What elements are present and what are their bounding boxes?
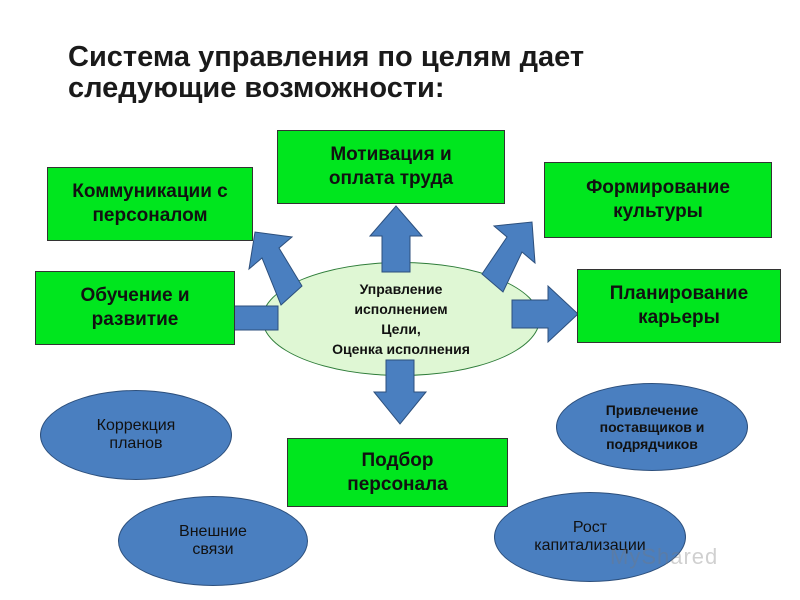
oval-correction-line-2: планов xyxy=(109,435,163,452)
box-communication: Коммуникации с персоналом xyxy=(47,167,253,241)
box-culture: Формирование культуры xyxy=(544,162,772,238)
box-culture-line-1: Формирование xyxy=(586,177,730,198)
oval-growth-line-1: Рост xyxy=(572,519,608,536)
oval-suppliers-line-2: поставщиков и xyxy=(599,418,705,435)
box-culture-line-2: культуры xyxy=(613,201,703,222)
center-line-3: Цели, xyxy=(381,321,421,337)
box-training-line-2: развитие xyxy=(91,309,179,330)
box-selection: Подбор персонала xyxy=(287,438,508,507)
center-line-2: исполнением xyxy=(354,301,448,317)
center-goal-management-ellipse: Управление исполнением Цели, Оценка испо… xyxy=(262,262,540,376)
box-selection-line-2: персонала xyxy=(347,473,448,495)
page-title: Система управления по целям дает следующ… xyxy=(68,42,768,104)
box-communication-line-2: персоналом xyxy=(92,205,208,226)
box-career-line-2: карьеры xyxy=(638,307,720,328)
arrow-upright-culture xyxy=(481,221,536,293)
box-communication-line-1: Коммуникации с xyxy=(72,181,228,202)
oval-external-line-2: связи xyxy=(192,541,234,558)
arrow-down-selection xyxy=(372,359,428,425)
title-line-2: следующие возможности: xyxy=(68,72,445,104)
box-training: Обучение и развитие xyxy=(35,271,235,345)
arrow-up-motivation xyxy=(368,205,424,273)
box-career: Планирование карьеры xyxy=(577,269,781,343)
box-career-line-1: Планирование xyxy=(609,283,749,304)
oval-correction-line-1: Коррекция xyxy=(96,417,176,434)
center-line-1: Управление xyxy=(359,281,443,297)
oval-capitalization-growth: Рост капитализации xyxy=(494,492,686,582)
arrow-upleft-communication xyxy=(248,231,303,306)
oval-suppliers-line-3: подрядчиков xyxy=(606,435,698,452)
box-training-line-1: Обучение и xyxy=(80,285,190,306)
arrow-right-career xyxy=(511,284,579,344)
center-line-4: Оценка исполнения xyxy=(332,341,470,357)
box-selection-line-1: Подбор xyxy=(361,449,434,471)
oval-external-line-1: Внешние xyxy=(179,523,247,540)
oval-plan-correction: Коррекция планов xyxy=(40,390,232,480)
box-motivation-line-2: оплата труда xyxy=(328,168,454,189)
watermark: MyShared xyxy=(610,544,719,569)
title-line-1: Система управления по целям дает xyxy=(68,41,585,73)
box-motivation-line-1: Мотивация и xyxy=(330,144,452,165)
box-motivation: Мотивация и оплата труда xyxy=(277,130,505,204)
oval-suppliers: Привлечение поставщиков и подрядчиков xyxy=(556,383,748,471)
oval-growth-line-2: капитализации xyxy=(534,537,646,554)
oval-suppliers-line-1: Привлечение xyxy=(605,401,699,418)
oval-external-relations: Внешние связи xyxy=(118,496,308,586)
